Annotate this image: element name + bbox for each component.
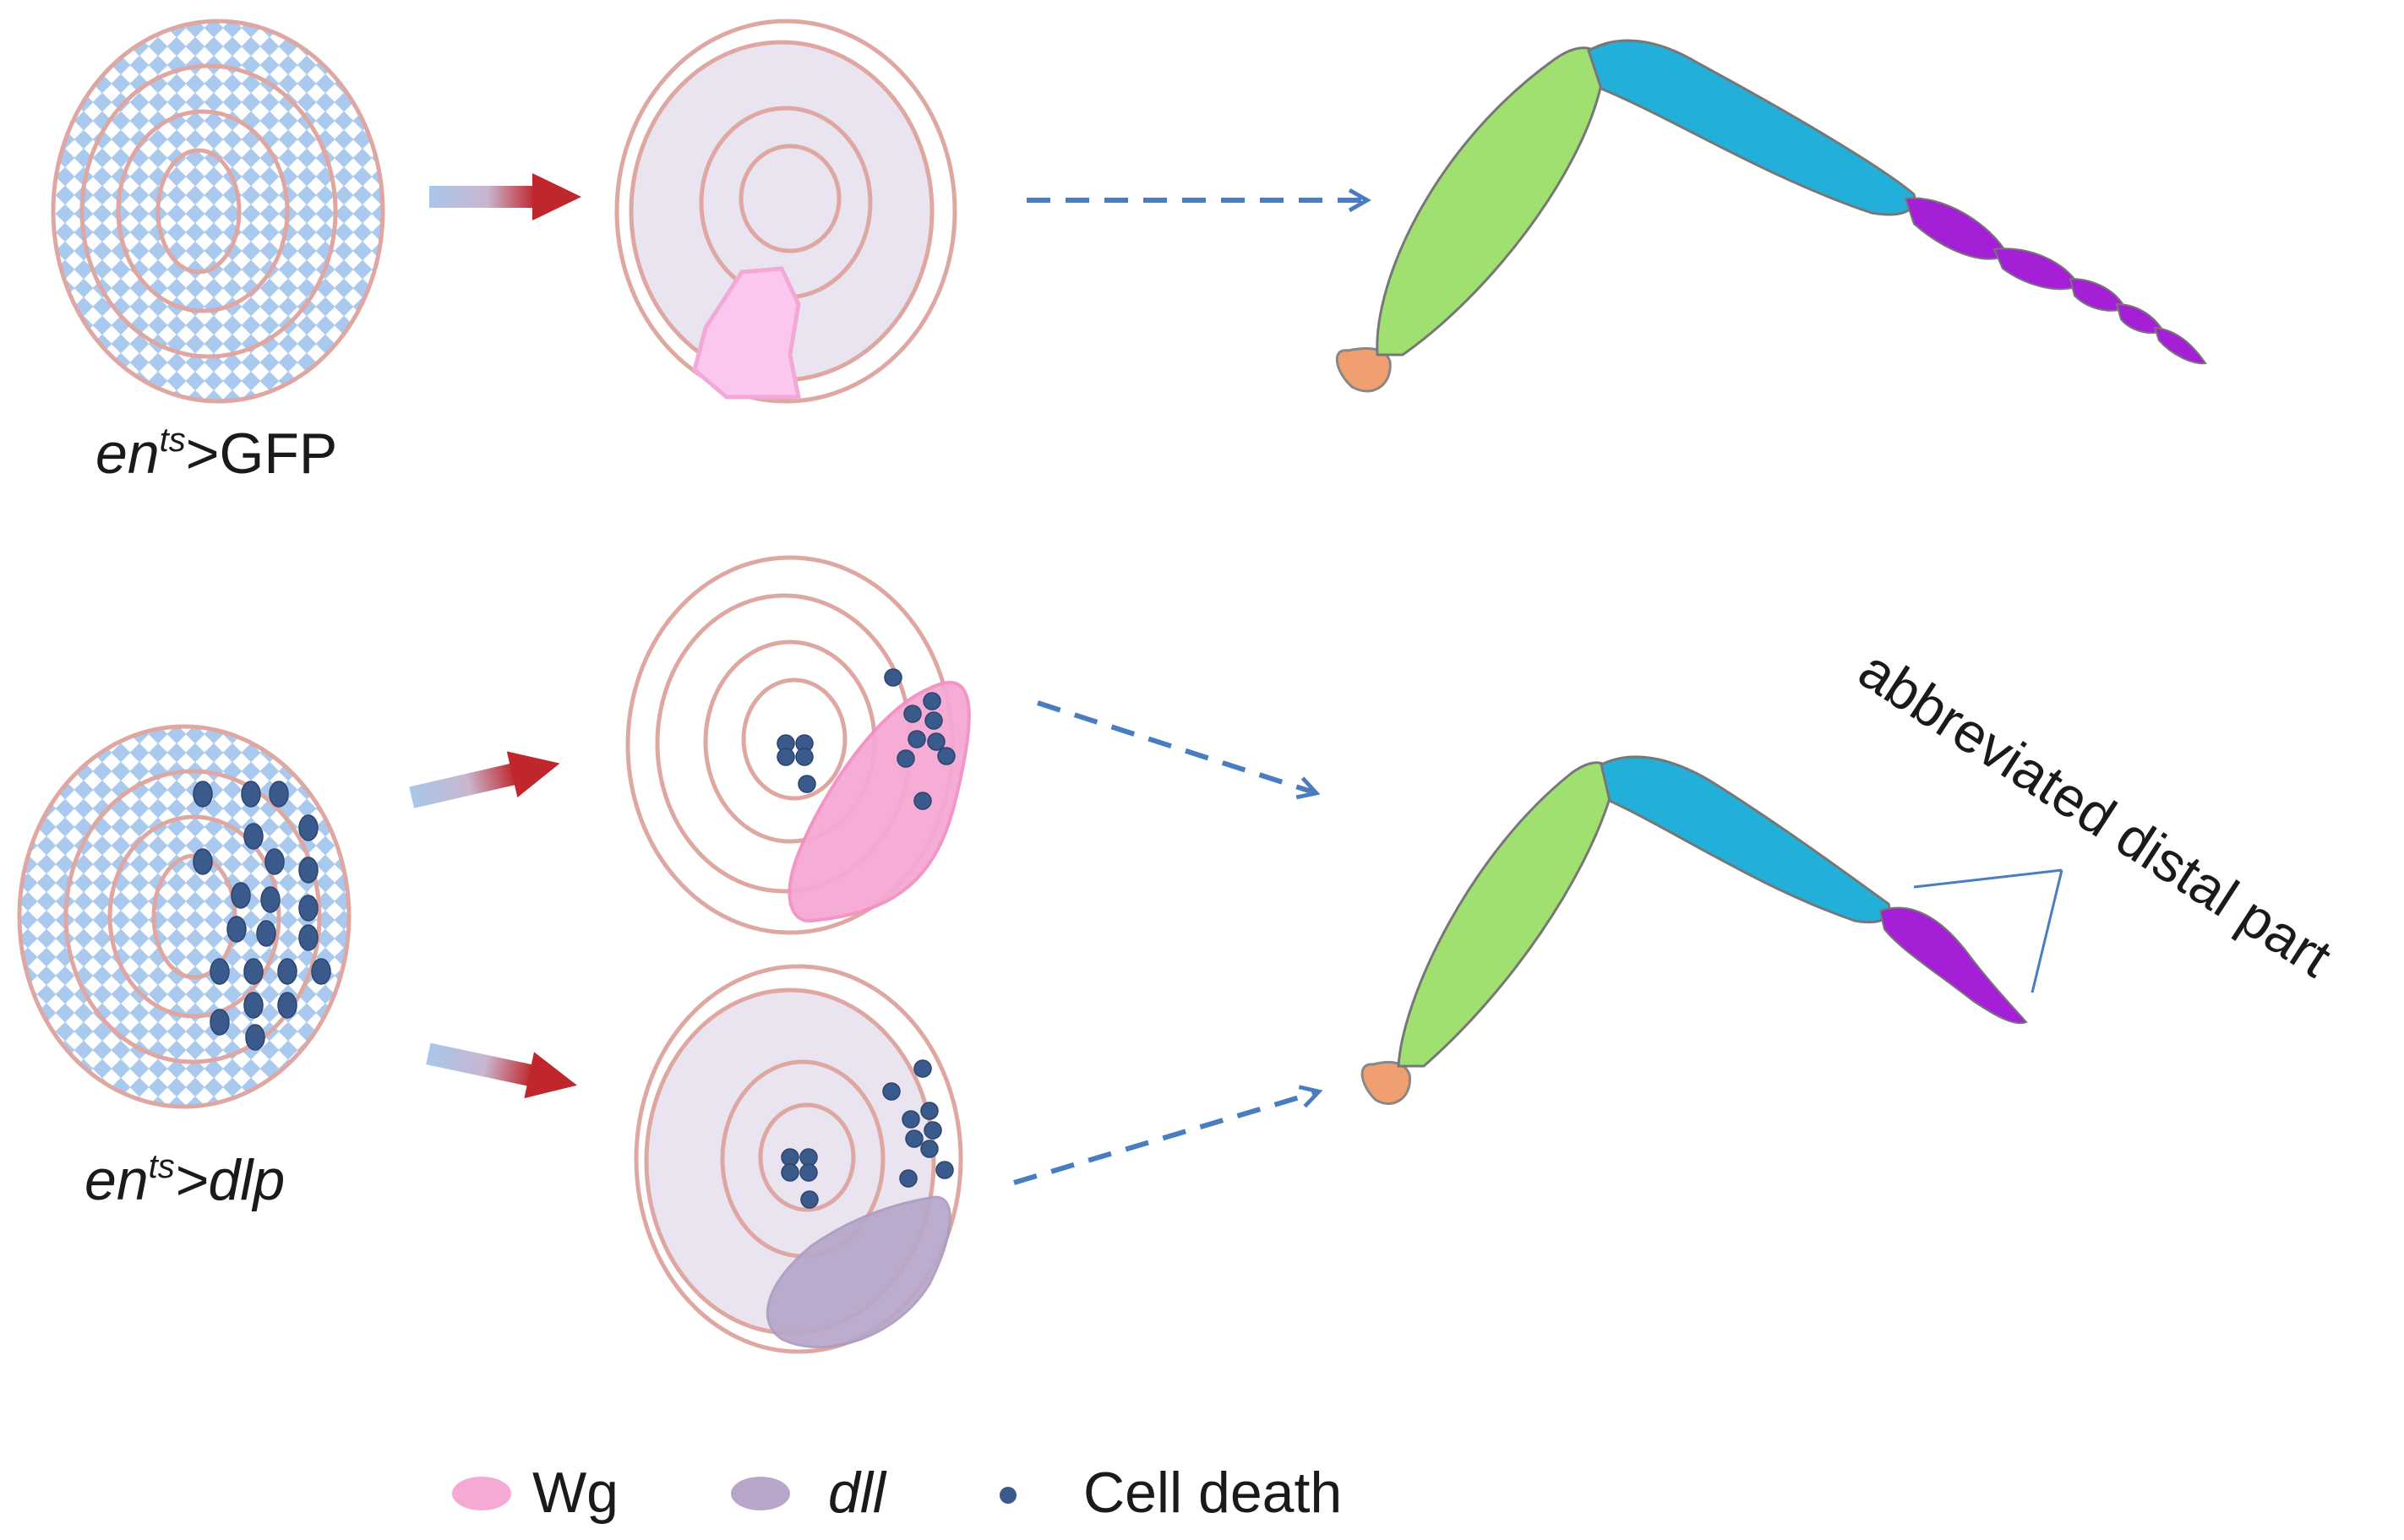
leg-abbreviated — [1360, 755, 2028, 1105]
legend-label-dll: dll — [828, 1461, 887, 1525]
transition-arrow-row1 — [429, 173, 581, 220]
dlp-genotype-label: ents>dlp — [84, 1148, 285, 1212]
tarsus-segment-1 — [1904, 197, 2009, 260]
control-result-disc — [614, 19, 957, 404]
legend-item-wg: Wg — [452, 1461, 619, 1525]
legend: Wg dll Cell death — [452, 1461, 1342, 1525]
dll-domain — [766, 1195, 951, 1349]
legend-item-dll: dll — [731, 1461, 887, 1525]
control-genotype-label: ents>GFP — [95, 422, 337, 486]
tarsus-segment-2 — [1992, 248, 2080, 291]
legend-label-cell-death: Cell death — [1083, 1461, 1342, 1525]
coxa-segment — [1360, 1060, 1411, 1105]
dlp-initial-disc — [17, 724, 352, 1109]
tarsus-segment-5 — [2153, 326, 2207, 365]
transition-arrow-upper — [409, 751, 560, 808]
transition-arrow-lower — [426, 1042, 577, 1099]
wg-domain-control — [692, 266, 802, 400]
dlp-dll-disc — [634, 964, 963, 1354]
legend-item-cell-death: Cell death — [1000, 1461, 1342, 1525]
cell-death-cluster — [193, 781, 331, 1051]
dashed-arrow-upper — [1037, 700, 1321, 800]
dlp-wg-disc — [625, 555, 971, 935]
annotation-bracket-top — [1913, 868, 2063, 889]
femur-segment — [1397, 761, 1614, 1068]
tarsus-segment — [1878, 906, 2028, 1025]
wg-swatch-icon — [452, 1477, 511, 1510]
annotation-bracket-bottom — [2031, 869, 2063, 993]
dll-swatch-icon — [731, 1477, 790, 1510]
leg-normal — [1335, 39, 2207, 393]
cell-death-cluster — [777, 668, 956, 810]
dashed-arrow-lower — [1013, 1085, 1323, 1185]
control-initial-disc — [51, 19, 385, 404]
tibia-segment — [1587, 39, 1916, 216]
femur-segment — [1376, 46, 1605, 356]
cell-death-dot-icon — [1000, 1487, 1017, 1504]
cell-death-cluster — [781, 1059, 954, 1209]
legend-label-wg: Wg — [532, 1461, 619, 1525]
tibia-segment — [1600, 755, 1891, 924]
